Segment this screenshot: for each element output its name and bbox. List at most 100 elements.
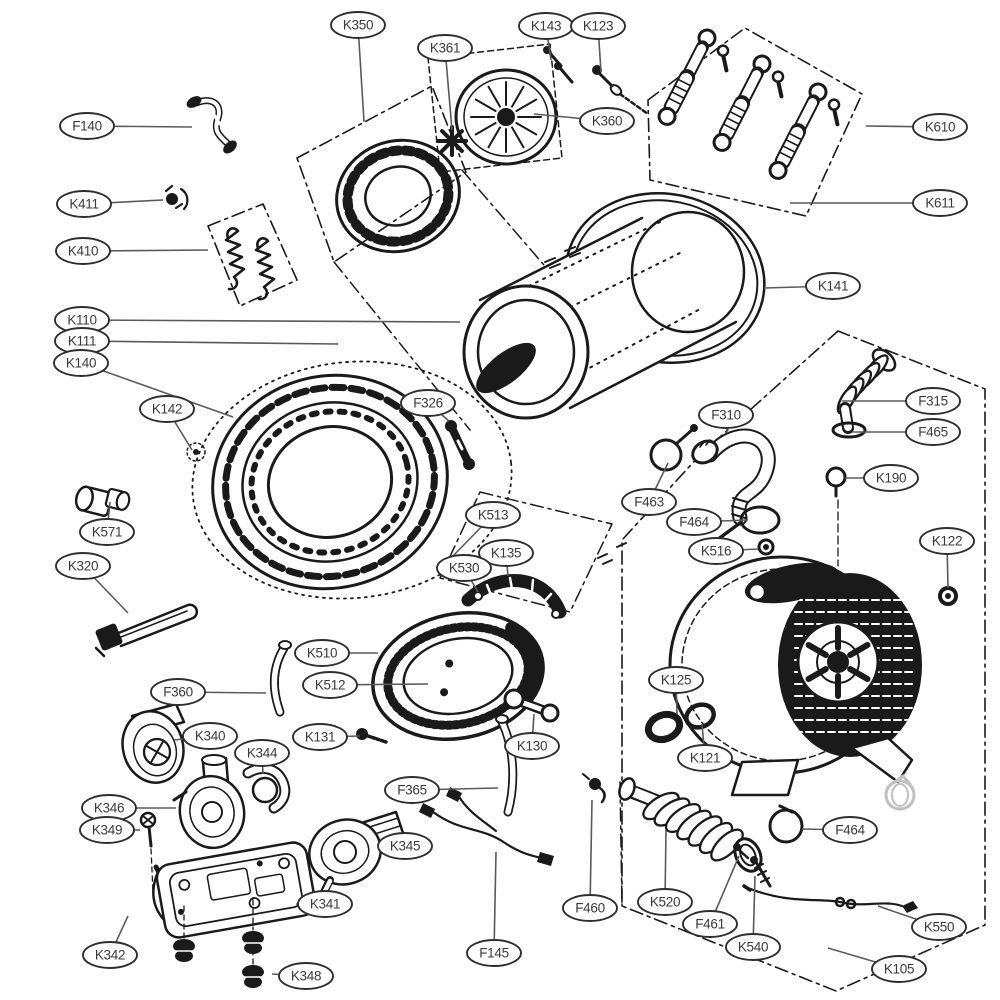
callout-f140[interactable]: F140 [59, 112, 193, 140]
callout-k344[interactable]: K344 [234, 739, 290, 775]
callout-k411[interactable]: K411 [56, 190, 164, 218]
part-label-oval [466, 939, 522, 967]
part-label-oval [182, 722, 238, 750]
part-label-oval [805, 272, 861, 300]
part-number-text: K105 [884, 962, 914, 977]
callout-k121[interactable]: K121 [677, 723, 733, 772]
callout-k105[interactable]: K105 [827, 947, 927, 983]
callout-k540[interactable]: K540 [725, 875, 781, 961]
base-plate-k341-art [155, 841, 317, 939]
part-number-text: K110 [67, 313, 96, 328]
callout-k571[interactable]: K571 [79, 501, 135, 546]
part-number-text: K516 [701, 544, 731, 559]
callout-f310[interactable]: F310 [698, 401, 754, 434]
callout-k122[interactable]: K122 [919, 527, 975, 589]
hose-f365-art [495, 714, 518, 817]
harness-f145-art [419, 787, 554, 866]
callout-f460[interactable]: F460 [562, 799, 618, 922]
callout-k510[interactable]: K510 [294, 639, 378, 667]
callout-k123[interactable]: K123 [570, 12, 626, 73]
part-number-text: K510 [307, 646, 337, 661]
callout-k141[interactable]: K141 [763, 272, 861, 300]
part-label-oval [911, 913, 967, 941]
callout-k410[interactable]: K410 [55, 237, 209, 265]
callout-k610[interactable]: K610 [865, 113, 968, 141]
part-number-text: F140 [72, 119, 102, 134]
callout-k140[interactable]: K140 [53, 349, 234, 418]
callout-f315[interactable]: F315 [842, 387, 961, 415]
rear-tub-art [668, 555, 922, 797]
part-number-text: F310 [711, 408, 741, 423]
callout-k516[interactable]: K516 [688, 537, 759, 565]
heater-k320-art [94, 603, 199, 658]
callout-k111[interactable]: K111 [54, 327, 339, 355]
part-label-oval [377, 832, 433, 860]
part-number-text: K340 [195, 729, 225, 744]
part-number-text: K125 [661, 673, 691, 688]
callout-f463[interactable]: F463 [621, 462, 677, 516]
part-label-oval [55, 237, 111, 265]
callout-k131[interactable]: K131 [292, 723, 361, 751]
callout-f145[interactable]: F145 [466, 851, 522, 967]
bracket-k530-k135-art [461, 574, 567, 619]
part-label-oval [417, 34, 473, 62]
part-number-text: K345 [390, 839, 420, 854]
callout-k530[interactable]: K530 [436, 554, 492, 593]
callout-k361[interactable]: K361 [417, 34, 473, 131]
callout-f464[interactable]: F464 [666, 508, 749, 536]
callout-k512[interactable]: K512 [302, 671, 429, 699]
callout-k142[interactable]: K142 [139, 395, 195, 451]
hose-f360-art [269, 640, 292, 717]
bolts-k143-k123-art [543, 46, 650, 116]
part-label-oval [637, 888, 693, 916]
callout-k349[interactable]: K349 [79, 816, 140, 844]
callout-k348[interactable]: K348 [271, 962, 334, 990]
callout-k135[interactable]: K135 [478, 539, 534, 577]
callout-k345[interactable]: K345 [377, 832, 433, 860]
part-label-oval [55, 552, 111, 580]
leader-line [81, 319, 461, 323]
part-number-text: K142 [152, 402, 182, 417]
callout-k341[interactable]: K341 [296, 890, 353, 918]
callout-k520[interactable]: K520 [637, 829, 693, 916]
part-number-text: K121 [690, 751, 720, 766]
part-number-text: K341 [310, 897, 340, 912]
part-number-text: K349 [92, 823, 122, 838]
callout-f465[interactable]: F465 [852, 418, 961, 446]
part-label-oval [725, 933, 781, 961]
callout-k110[interactable]: K110 [54, 306, 461, 334]
callout-k342[interactable]: K342 [82, 915, 138, 969]
callout-k320[interactable]: K320 [55, 552, 129, 614]
callout-k346[interactable]: K346 [81, 794, 176, 822]
callout-k340[interactable]: K340 [173, 722, 238, 750]
callout-k130[interactable]: K130 [504, 713, 560, 760]
part-number-text: F465 [918, 425, 948, 440]
callout-k513[interactable]: K513 [448, 501, 521, 561]
part-number-text: F360 [163, 685, 193, 700]
callout-f365[interactable]: F365 [384, 776, 499, 804]
leader-line [493, 851, 497, 954]
part-label-oval [330, 11, 386, 39]
part-label-oval [863, 464, 919, 492]
part-label-oval [905, 418, 961, 446]
callout-k360[interactable]: K360 [533, 107, 635, 135]
callout-f464-2[interactable]: F464 [801, 816, 878, 844]
part-number-text: F463 [634, 495, 664, 510]
part-label-oval [278, 962, 334, 990]
callout-f326[interactable]: F326 [400, 389, 456, 422]
part-number-text: K360 [592, 114, 622, 129]
part-number-text: K123 [583, 19, 613, 34]
part-number-text: K130 [517, 739, 547, 754]
callout-f360[interactable]: F360 [150, 678, 267, 706]
part-label-oval [79, 816, 135, 844]
leader-line [80, 362, 234, 418]
callout-k550[interactable]: K550 [877, 905, 967, 941]
callout-k350[interactable]: K350 [330, 11, 386, 123]
part-label-oval [292, 723, 348, 751]
callout-k611[interactable]: K611 [790, 189, 968, 217]
callout-k125[interactable]: K125 [648, 666, 704, 715]
callout-k190[interactable]: K190 [845, 464, 919, 492]
leader-line [81, 340, 339, 345]
callout-f461[interactable]: F461 [682, 855, 740, 938]
